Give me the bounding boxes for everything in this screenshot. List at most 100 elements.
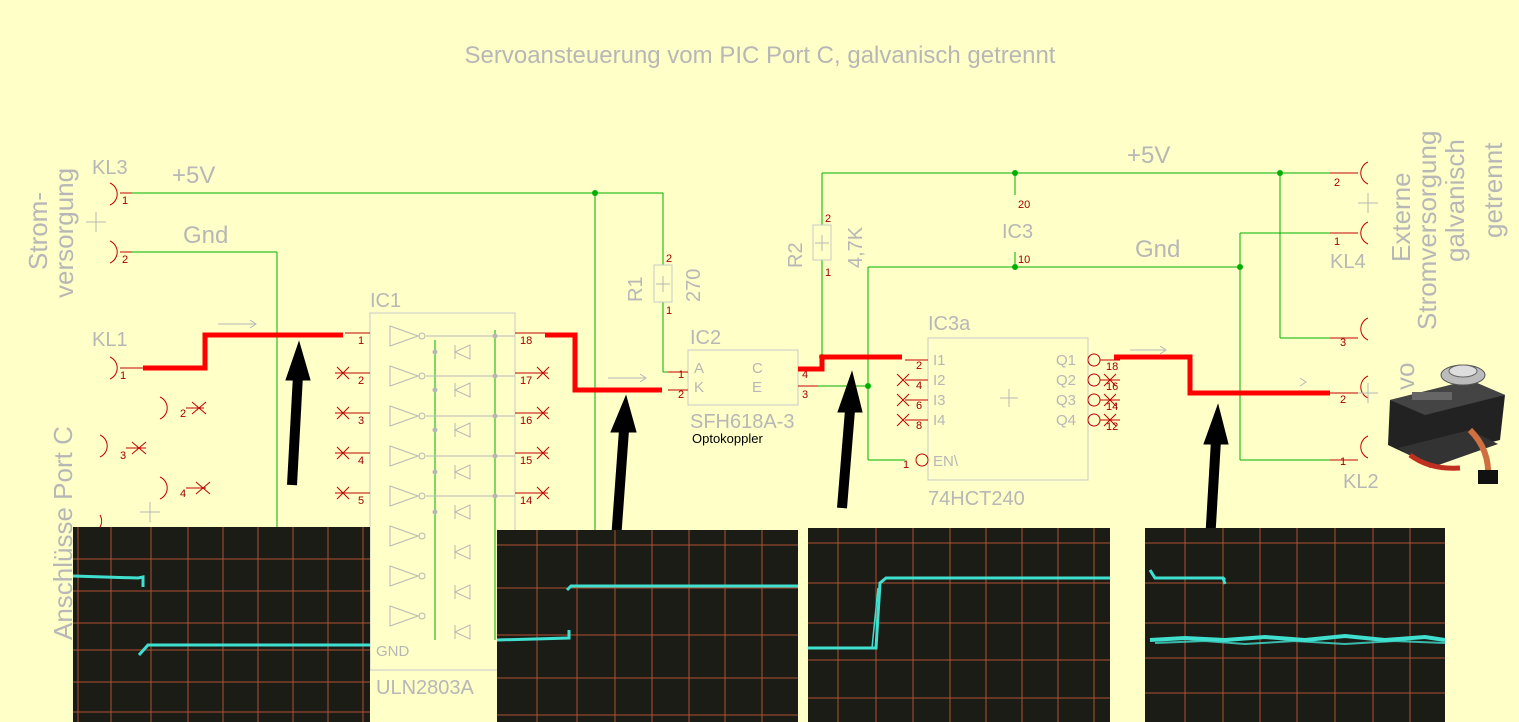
r2-resistor	[812, 224, 832, 261]
kl1-pin-1: 1	[120, 370, 126, 382]
r2-pin-1: 1	[825, 267, 831, 279]
kl3-cross	[86, 212, 106, 232]
ic2-pin-num-4: 4	[802, 369, 808, 381]
ic2-pin-k: K	[694, 379, 704, 396]
kl2-pin-3: 3	[1340, 337, 1346, 349]
servo-image	[1388, 364, 1505, 484]
ic3a-pin-en: EN\	[933, 453, 959, 470]
ic3a-output-arrow	[1130, 345, 1307, 387]
ic1-out-pin-15: 15	[520, 455, 532, 467]
ic1-in-pin-4: 4	[358, 455, 364, 467]
kl1-pin-4: 4	[180, 488, 186, 500]
ic1-out-pin-18: 18	[520, 335, 532, 347]
ic1-input-arrow	[218, 319, 257, 329]
kl2-pin-1: 1	[1340, 456, 1346, 468]
kl1-connector	[99, 356, 168, 528]
ic3a-pin-i1: I1	[933, 352, 946, 369]
gnd-right-label: Gnd	[1135, 236, 1180, 263]
externe-label-2: Stromversorgung	[1412, 131, 1442, 330]
scope-1-screen	[73, 527, 370, 722]
strom-label-1: Strom-	[23, 192, 53, 270]
ic3a-body	[927, 337, 1089, 481]
gnd-left-label: Gnd	[183, 222, 228, 249]
ic3a-pin-q4: Q4	[1056, 412, 1076, 429]
ic1-diodes	[453, 344, 471, 640]
strom-label-2: versorgung	[49, 168, 79, 298]
wires	[130, 172, 1346, 640]
scope-2-screen	[497, 530, 798, 722]
ic3a-pin-i4: I4	[933, 412, 946, 429]
ic1-gnd: GND	[376, 643, 410, 660]
scope-1	[73, 527, 370, 722]
r2-pin-2: 2	[825, 213, 831, 225]
r2-name: R2	[785, 242, 807, 268]
kl1-cross	[140, 502, 160, 522]
ic3-pin-10: 10	[1018, 254, 1030, 266]
ic3a-in-pin-6: 6	[916, 400, 922, 412]
ic3a-pin-q2: Q2	[1056, 372, 1076, 389]
ic3a-pin-lines	[896, 353, 1120, 467]
ic2-pin-e: E	[752, 379, 762, 396]
arrow-1	[285, 340, 311, 486]
externe-label-3: galvanisch	[1440, 139, 1470, 262]
kl4-cross	[1358, 193, 1378, 213]
ic1-pins	[335, 332, 550, 500]
ic3a-out-pin-16: 16	[1106, 381, 1118, 393]
ic2-pin-a: A	[694, 360, 704, 377]
kl1-pin-3: 3	[120, 450, 126, 462]
scope-4-trace-noise	[1154, 639, 1445, 646]
arrow-3	[837, 370, 863, 509]
kl3-label: KL3	[92, 157, 128, 179]
ic3a-en-pin-1: 1	[903, 459, 909, 471]
externe-label-1: Externe	[1386, 172, 1416, 262]
plus5v-right-label: +5V	[1127, 142, 1170, 169]
ic2-pin-num-3: 3	[802, 389, 808, 401]
scope-1-trace	[73, 574, 145, 587]
ic1-body	[369, 312, 516, 671]
ic2-pin-c: C	[752, 360, 763, 377]
arrow-2	[610, 394, 637, 541]
scope-3-trace	[808, 576, 1110, 650]
ic3a-center-cross	[1000, 389, 1018, 407]
scope-4	[1145, 528, 1445, 722]
ic1-in-pin-2: 2	[358, 375, 364, 387]
arrows	[285, 340, 1229, 543]
ic3a-pin-q3: Q3	[1056, 392, 1076, 409]
kl1-pin-2: 2	[180, 408, 186, 420]
r1-pin-2: 2	[666, 253, 672, 265]
scope-4-screen	[1145, 528, 1445, 722]
ic2-description: Optokoppler	[692, 431, 763, 446]
ic2-type: SFH618A-3	[690, 411, 795, 433]
ic2-pin-num-1: 1	[678, 369, 684, 381]
kl2-label: KL2	[1343, 471, 1379, 493]
externe-label-4: getrennt	[1478, 142, 1508, 238]
scope-2-trace	[497, 630, 571, 642]
ic3a-in-pin-2: 2	[916, 360, 922, 372]
plus5v-left-label: +5V	[172, 162, 215, 189]
ic1-name: IC1	[370, 290, 401, 312]
ic3a-name: IC3a	[928, 313, 971, 335]
kl2-connector	[1330, 317, 1369, 461]
scope-1-grid	[73, 527, 370, 722]
kl4-pin-2: 2	[1334, 177, 1340, 189]
r2-value: 4,7K	[845, 226, 867, 268]
diagram-title: Servoansteuerung vom PIC Port C, galvani…	[465, 42, 1056, 69]
signal-path	[143, 332, 1330, 396]
r1-value: 270	[683, 269, 705, 302]
kl3-pin-1: 1	[122, 195, 128, 207]
ic1-type: ULN2803A	[376, 677, 475, 699]
scope-4-trace-low	[1149, 633, 1445, 643]
ic2-pin-num-2: 2	[678, 389, 684, 401]
ic3a-out-pin-12: 12	[1106, 421, 1118, 433]
scope-3-screen	[808, 528, 1110, 722]
ic1-out-pin-14: 14	[520, 495, 532, 507]
kl1-label: KL1	[92, 329, 128, 351]
servo-label-fragment: vo	[1390, 363, 1420, 390]
scope-2	[497, 530, 798, 722]
ic3a-pin-i3: I3	[933, 392, 946, 409]
kl2-cross	[1358, 383, 1378, 403]
ic1-dots	[432, 333, 498, 515]
kl4-pin-1: 1	[1334, 236, 1340, 248]
ic1-in-pin-1: 1	[358, 335, 364, 347]
ic3a-type: 74HCT240	[928, 488, 1025, 510]
